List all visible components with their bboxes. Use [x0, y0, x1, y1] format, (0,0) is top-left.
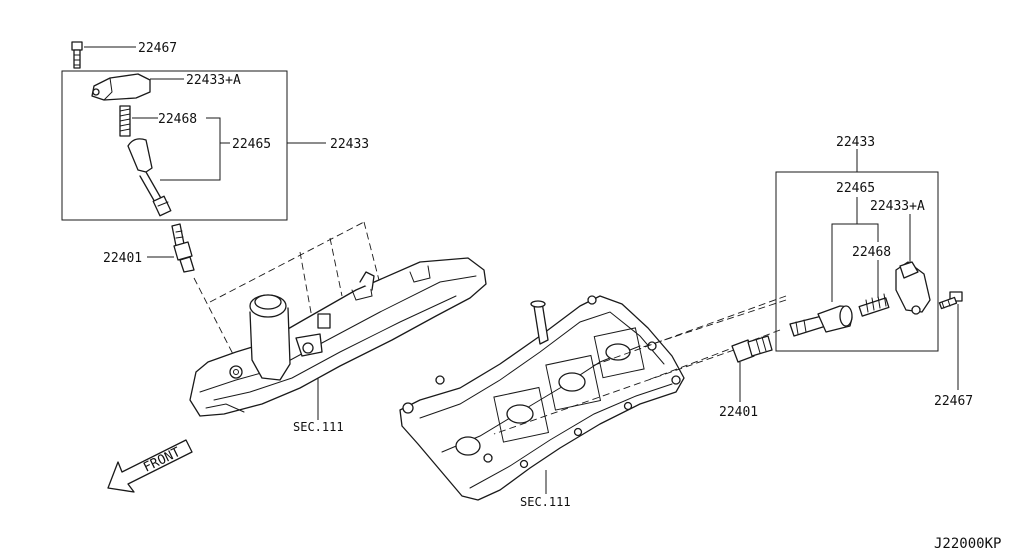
right-boot-callout: 22465 — [836, 181, 875, 196]
left-bolt — [71, 41, 83, 69]
left-spring-callout: 22468 — [158, 112, 197, 127]
right-spark-plug-callout: 22401 — [719, 405, 758, 420]
right-cover-ref: SEC.111 — [520, 495, 571, 509]
right-ignition-coil — [895, 261, 931, 315]
right-spring — [858, 293, 890, 317]
right-assembly-callout: 22433 — [836, 135, 875, 150]
left-boot-callout: 22465 — [232, 137, 271, 152]
right-bolt-callout: 22467 — [934, 394, 973, 409]
right-coil-boot — [789, 305, 853, 337]
left-install-guides — [193, 221, 381, 361]
left-spark-plug-callout: 22401 — [103, 251, 142, 266]
left-bolt-callout: 22467 — [138, 41, 177, 56]
left-cover-ref: SEC.111 — [293, 420, 344, 434]
right-bolt — [938, 291, 963, 310]
left-spring — [119, 105, 131, 137]
front-direction-arrow — [107, 439, 193, 493]
left-coil-callout: 22433+A — [186, 73, 241, 88]
right-spark-plug — [731, 335, 773, 363]
left-assembly-frame — [61, 70, 288, 221]
right-spring-callout: 22468 — [852, 245, 891, 260]
left-assembly-callout: 22433 — [330, 137, 369, 152]
left-spark-plug — [171, 223, 195, 273]
right-rocker-cover — [399, 295, 685, 501]
diagram-code: J22000KP — [934, 536, 1001, 552]
right-boot-bracket-left — [831, 197, 858, 302]
right-boot-bracket-right — [857, 223, 879, 242]
left-coil-boot — [127, 138, 172, 217]
left-ignition-coil — [91, 73, 151, 101]
left-boot-bracket — [160, 117, 221, 181]
right-coil-callout: 22433+A — [870, 199, 925, 214]
left-rocker-cover — [189, 257, 487, 417]
front-direction-label: FRONT — [141, 445, 183, 476]
